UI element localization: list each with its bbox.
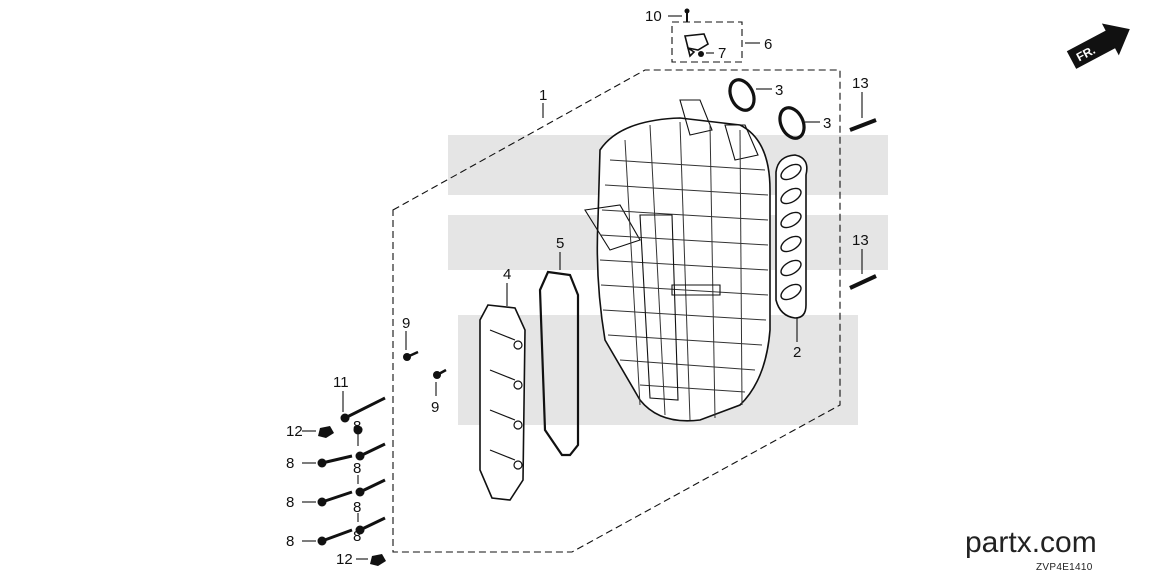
callout-6: 6 xyxy=(764,36,772,53)
sensor-o-ring xyxy=(698,51,704,57)
callout-4: 4 xyxy=(503,266,511,283)
manifold-gasket xyxy=(775,154,808,319)
long-bolt xyxy=(340,396,386,423)
callout-8-c: 8 xyxy=(286,533,294,550)
callout-8-d: 8 xyxy=(353,418,361,435)
assembly-boundary xyxy=(392,69,841,553)
callout-13-lower: 13 xyxy=(852,232,869,249)
cover-bolt-9a xyxy=(403,350,419,361)
stud-lower xyxy=(849,274,877,290)
callout-13-upper: 13 xyxy=(852,75,869,92)
callout-7: 7 xyxy=(718,45,726,62)
callout-8-g: 8 xyxy=(353,528,361,545)
bolt-8-group xyxy=(317,425,386,546)
callout-9-upper: 9 xyxy=(402,315,410,332)
callout-labels: 1 2 3 3 4 5 6 7 12 8 8 8 8 8 8 8 9 9 10 … xyxy=(286,8,869,568)
stud-upper xyxy=(849,118,877,132)
sensor-screw xyxy=(684,8,690,22)
callout-3-upper: 3 xyxy=(775,82,783,99)
sensor-group-box xyxy=(671,21,743,63)
callout-8-b: 8 xyxy=(286,494,294,511)
callout-10: 10 xyxy=(645,8,662,25)
manifold-cover xyxy=(479,304,526,501)
brand-logo-text: partx.com xyxy=(965,526,1097,559)
cover-gasket xyxy=(538,270,580,457)
callout-8-a: 8 xyxy=(286,455,294,472)
cover-bolt-9b xyxy=(433,368,447,379)
callout-8-f: 8 xyxy=(353,499,361,516)
front-direction-arrow-icon: FR. xyxy=(1066,23,1130,69)
callout-9-lower: 9 xyxy=(431,399,439,416)
o-ring-lower xyxy=(778,106,806,140)
callout-3-lower: 3 xyxy=(823,115,831,132)
callout-12-upper: 12 xyxy=(286,423,303,440)
map-sensor xyxy=(684,33,709,58)
callout-5: 5 xyxy=(556,235,564,252)
diagram-code: ZVP4E1410 xyxy=(1036,562,1093,573)
callout-11: 11 xyxy=(333,374,349,391)
leader-lines xyxy=(302,15,863,560)
callout-8-e: 8 xyxy=(353,460,361,477)
intake-manifold xyxy=(584,99,771,422)
o-ring-upper xyxy=(728,78,756,112)
callout-12-lower: 12 xyxy=(336,551,353,568)
nut-upper xyxy=(318,426,334,438)
nut-lower xyxy=(370,554,386,566)
callout-2: 2 xyxy=(793,344,801,361)
callout-1: 1 xyxy=(539,87,547,104)
